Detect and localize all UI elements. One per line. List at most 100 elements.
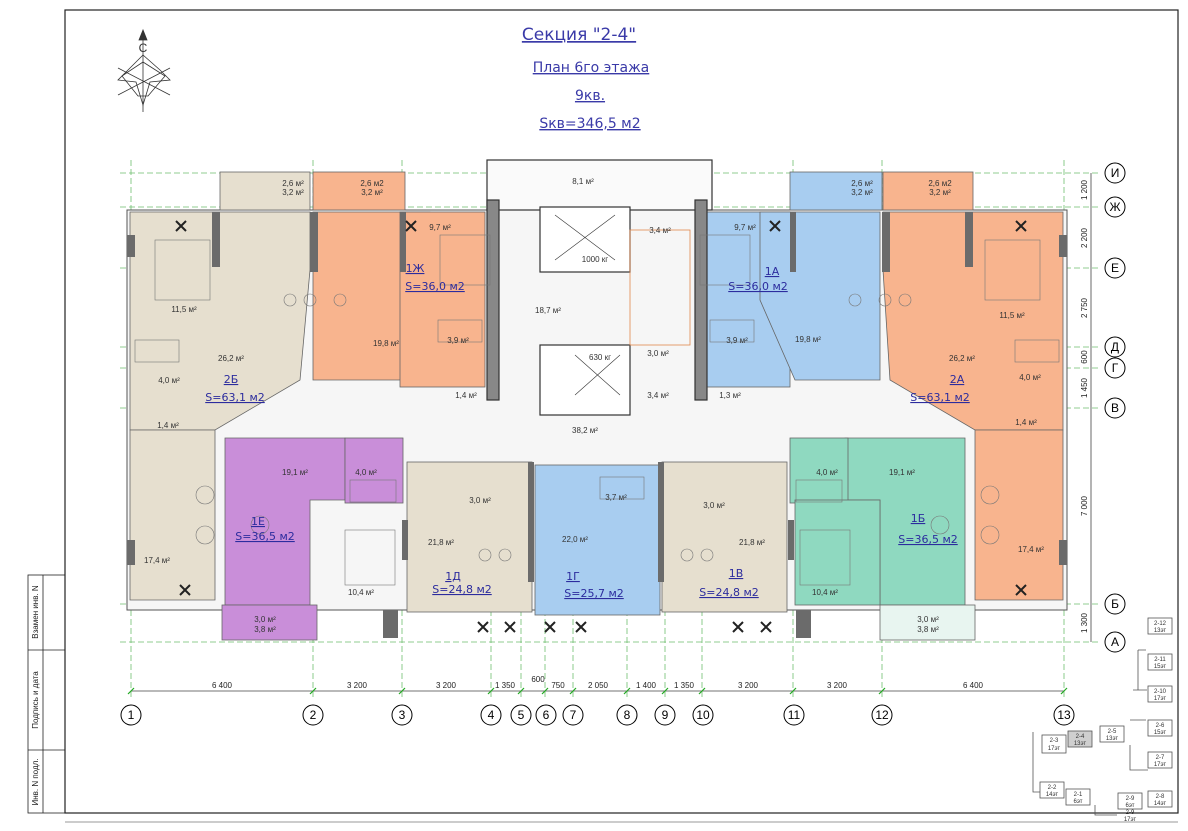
title-section: Секция "2-4"	[522, 25, 636, 45]
axis-label: А	[1111, 635, 1119, 649]
key-label: 2-9	[1126, 810, 1135, 816]
apartment-1b-area-label: S=36,5 м2	[898, 533, 958, 546]
balcony-1a	[789, 171, 883, 211]
row-dimension-line: 1 200 2 200 2 750 600 1 450 7 000 1 300	[1080, 173, 1092, 642]
room-label: 3,2 м²	[851, 188, 873, 197]
axis-label: 1	[128, 708, 135, 722]
room-label: 19,1 м²	[282, 468, 308, 477]
dimension-label: 750	[551, 681, 565, 690]
apartment-2b-kitchen	[129, 429, 216, 601]
room-label: 3,0 м²	[647, 349, 669, 358]
dimension-label: 2 200	[1080, 227, 1089, 248]
dimension-label: 600	[1080, 350, 1089, 364]
axis-label: 5	[518, 708, 525, 722]
apartment-1zh-bedroom	[399, 211, 486, 388]
apartment-1e-bath	[344, 437, 404, 504]
axis-label: 2	[310, 708, 317, 722]
axis-label: 4	[488, 708, 495, 722]
room-label: 21,8 м²	[739, 538, 765, 547]
room-label: 3,2 м²	[929, 188, 951, 197]
key-label: 13эт	[1074, 741, 1087, 747]
key-label: 14эт	[1154, 801, 1167, 807]
axis-label: Д	[1111, 340, 1119, 354]
title-apartments: 9кв.	[575, 88, 605, 104]
room-label: 3,0 м²	[254, 615, 276, 624]
room-label: 3,2 м²	[282, 188, 304, 197]
dimension-label: 2 050	[588, 681, 609, 690]
apartment-2b-area-label: S=63,1 м2	[205, 391, 265, 404]
room-label: 26,2 м²	[949, 354, 975, 363]
axis-label: 11	[788, 708, 801, 722]
row-axis-labels: И Ж Е Д Г В Б А	[1109, 166, 1120, 649]
room-label: 1,4 м²	[157, 421, 179, 430]
room-label: 22,0 м²	[562, 535, 588, 544]
key-label: 2-3	[1050, 738, 1059, 744]
room-label: 4,0 м²	[158, 376, 180, 385]
axis-label: Б	[1111, 597, 1119, 611]
balcony-2b	[219, 171, 311, 211]
key-plan	[1032, 617, 1173, 816]
key-label: 2-12	[1154, 621, 1167, 627]
apartment-1v-name: 1В	[729, 567, 744, 580]
title-block-stamp	[27, 574, 66, 814]
plant-symbols	[175, 220, 1027, 633]
room-label: 19,8 м²	[373, 339, 399, 348]
room-label: 2,6 м2	[360, 179, 384, 188]
room-label: 3,0 м²	[703, 501, 725, 510]
apartment-1b-bedroom	[794, 499, 881, 606]
key-label: 2-9	[1126, 796, 1135, 802]
apartment-1zh-area-label: S=36,0 м2	[405, 280, 465, 293]
apartment-1d-name: 1Д	[445, 570, 461, 583]
room-label: 3,4 м²	[649, 226, 671, 235]
key-label: 2-5	[1108, 729, 1117, 735]
axis-label: 8	[624, 708, 631, 722]
room-label: 3,4 м²	[647, 391, 669, 400]
apartment-1b-name: 1Б	[911, 512, 926, 525]
room-label: 11,5 м²	[171, 305, 197, 314]
room-label: 1,4 м²	[455, 391, 477, 400]
room-label: 3,8 м²	[254, 625, 276, 634]
room-label: 3,7 м²	[605, 493, 627, 502]
stamp-signature-label: Подпись и дата	[31, 671, 40, 729]
room-label: 8,1 м²	[572, 177, 594, 186]
key-label: 6эт	[1073, 799, 1082, 805]
dimension-label: 3 200	[436, 681, 457, 690]
key-plan-labels: 2-12 13эт 2-11 15эт 2-10 17эт 2-6 15эт 2…	[1046, 621, 1167, 823]
key-label: 6эт	[1125, 803, 1134, 809]
apartment-1g-area	[534, 464, 661, 616]
room-label: 3,0 м²	[469, 496, 491, 505]
room-label: 21,8 м²	[428, 538, 454, 547]
balcony-1zh	[312, 171, 406, 211]
room-label: 19,1 м²	[889, 468, 915, 477]
room-label: 19,8 м²	[795, 335, 821, 344]
dimension-label: 6 400	[212, 681, 233, 690]
axis-label: В	[1111, 401, 1119, 415]
apartment-1v-area	[661, 461, 788, 613]
dimension-label: 6 400	[963, 681, 984, 690]
dimension-label: 600	[531, 675, 545, 684]
room-label: 630 кг	[589, 353, 611, 362]
key-label: 2-8	[1156, 794, 1165, 800]
column-axis-labels: 1 2 3 4 5 6 7 8 9 10 11 12 13	[128, 708, 1071, 722]
apartment-1v-area-label: S=24,8 м2	[699, 586, 759, 599]
column-axis-markers	[120, 704, 1075, 726]
room-label: 2,6 м²	[282, 179, 304, 188]
title-floor: План 6го этажа	[533, 60, 650, 76]
apartment-labels: 1Ж S=36,0 м2 1А S=36,0 м2 2Б S=63,1 м2 2…	[205, 262, 970, 600]
apartment-2a-area-label: S=63,1 м2	[910, 391, 970, 404]
column-dimension-line: 6 400 3 200 3 200 1 350 600 750 2 050 1 …	[127, 675, 1068, 695]
room-label: 4,0 м²	[816, 468, 838, 477]
apartment-2a-name: 2А	[950, 373, 965, 386]
key-label: 13эт	[1154, 628, 1167, 634]
title-area: Sкв=346,5 м2	[539, 116, 640, 132]
key-label: 15эт	[1154, 664, 1167, 670]
axis-label: 10	[696, 708, 710, 722]
room-label: 2,6 м2	[928, 179, 952, 188]
axis-label: Г	[1112, 361, 1119, 375]
dimension-label: 1 450	[1080, 377, 1089, 398]
key-label: 17эт	[1154, 696, 1167, 702]
key-label: 17эт	[1048, 746, 1061, 752]
key-label: 2-6	[1156, 723, 1165, 729]
room-label: 9,7 м²	[429, 223, 451, 232]
